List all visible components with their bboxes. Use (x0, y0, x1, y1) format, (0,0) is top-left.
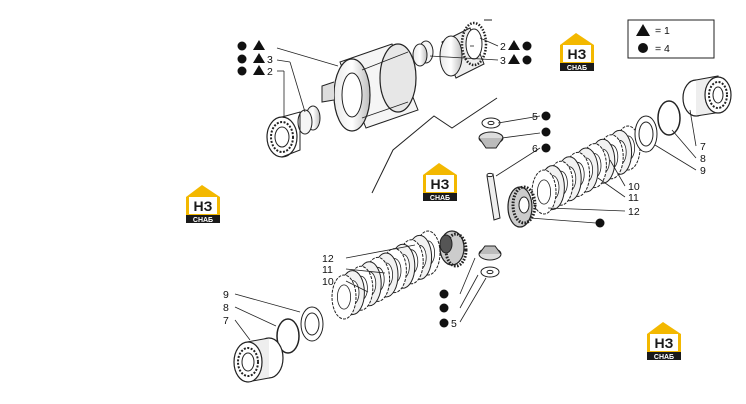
shim (300, 306, 324, 342)
callout-8-left: 8 (223, 302, 229, 314)
callout-number: 5 (532, 111, 538, 123)
pinion-gear (478, 245, 502, 261)
legend-box: = 1 = 4 (627, 19, 715, 59)
circle-icon (522, 41, 532, 51)
circle-icon (595, 218, 605, 228)
callout-dot (541, 127, 551, 137)
callout-number: 2 (267, 66, 273, 78)
ring-gear (439, 19, 492, 79)
circle-icon (439, 303, 449, 313)
circle-icon (237, 41, 247, 51)
callout-number: 3 (500, 55, 506, 67)
callout-10-left: 10 (322, 276, 334, 288)
bushing (412, 40, 434, 67)
snap-ring (657, 100, 681, 136)
circle-icon (541, 127, 551, 137)
svg-text:НЗ: НЗ (194, 198, 213, 214)
svg-text:НЗ: НЗ (431, 176, 450, 192)
callout-top-right-3: 3 (500, 54, 532, 67)
thrust-washer (481, 117, 501, 129)
callout-10-right: 10 (628, 181, 640, 193)
bearing (266, 111, 301, 158)
callout-number: 6 (532, 143, 538, 155)
watermark-logo: НЗ СНАБ (560, 33, 594, 72)
triangle-icon (636, 24, 650, 36)
watermark-logo: НЗ СНАБ (423, 163, 457, 202)
clutch-disc-pack-right (531, 125, 641, 215)
svg-text:СНАБ: СНАБ (654, 354, 674, 361)
callout-6: 6 (532, 143, 551, 155)
triangle-icon (508, 40, 520, 50)
triangle-icon (253, 65, 265, 75)
bearing (233, 337, 284, 383)
callout-top-right-2: 2 (500, 40, 532, 53)
callout-12-left: 12 (322, 253, 334, 265)
callout-7-right: 7 (700, 141, 706, 153)
callout-number: 5 (451, 318, 457, 330)
svg-text:СНАБ: СНАБ (567, 65, 587, 72)
callout-top-left-1 (237, 40, 265, 51)
circle-icon (439, 289, 449, 299)
cross-shaft (486, 172, 501, 221)
bearing (682, 75, 732, 117)
svg-text:СНАБ: СНАБ (193, 217, 213, 224)
clutch-disc-bore (537, 179, 552, 205)
watermark-logo: НЗ СНАБ (186, 185, 220, 224)
leader-lines (234, 37, 697, 341)
pinion-gear (478, 131, 504, 149)
differential-housing (321, 43, 419, 132)
watermark-logo: НЗ СНАБ (647, 322, 681, 361)
shim (634, 115, 658, 153)
section-line (371, 97, 498, 194)
legend-triangle-value: = 1 (655, 25, 670, 37)
svg-text:НЗ: НЗ (568, 46, 587, 62)
callout-number: 3 (267, 54, 273, 66)
callout-8-right: 8 (700, 153, 706, 165)
side-gear (439, 230, 468, 268)
circle-icon (541, 111, 551, 121)
callout-12-right: 12 (628, 206, 640, 218)
legend-circle-value: = 4 (655, 43, 670, 55)
triangle-icon (508, 54, 520, 64)
circle-icon (541, 143, 551, 153)
clutch-disc-bore (336, 284, 351, 310)
callout-11-left: 11 (322, 264, 333, 276)
callout-5-top: 5 (532, 111, 551, 123)
callout-7-left: 7 (223, 315, 229, 327)
callout-11-right: 11 (628, 192, 639, 204)
circle-icon (522, 55, 532, 65)
side-gear (507, 185, 537, 228)
circle-icon (638, 43, 648, 53)
triangle-icon (253, 40, 265, 50)
callout-top-left-3: 3 (237, 53, 273, 66)
circle-icon (237, 66, 247, 76)
svg-text:НЗ: НЗ (655, 335, 674, 351)
bushing (297, 105, 321, 135)
thrust-washer (480, 266, 500, 278)
callout-9-left: 9 (223, 289, 229, 301)
callout-9-right: 9 (700, 165, 706, 177)
circle-icon (439, 318, 449, 328)
snap-ring (276, 318, 300, 354)
callout-top-left-2: 2 (237, 65, 273, 78)
callout-5-bottom: 5 (439, 318, 457, 330)
callout-number: 2 (500, 41, 506, 53)
triangle-icon (253, 53, 265, 63)
clutch-disc-pack-left (331, 230, 441, 320)
circle-icon (237, 54, 247, 64)
svg-text:СНАБ: СНАБ (430, 195, 450, 202)
